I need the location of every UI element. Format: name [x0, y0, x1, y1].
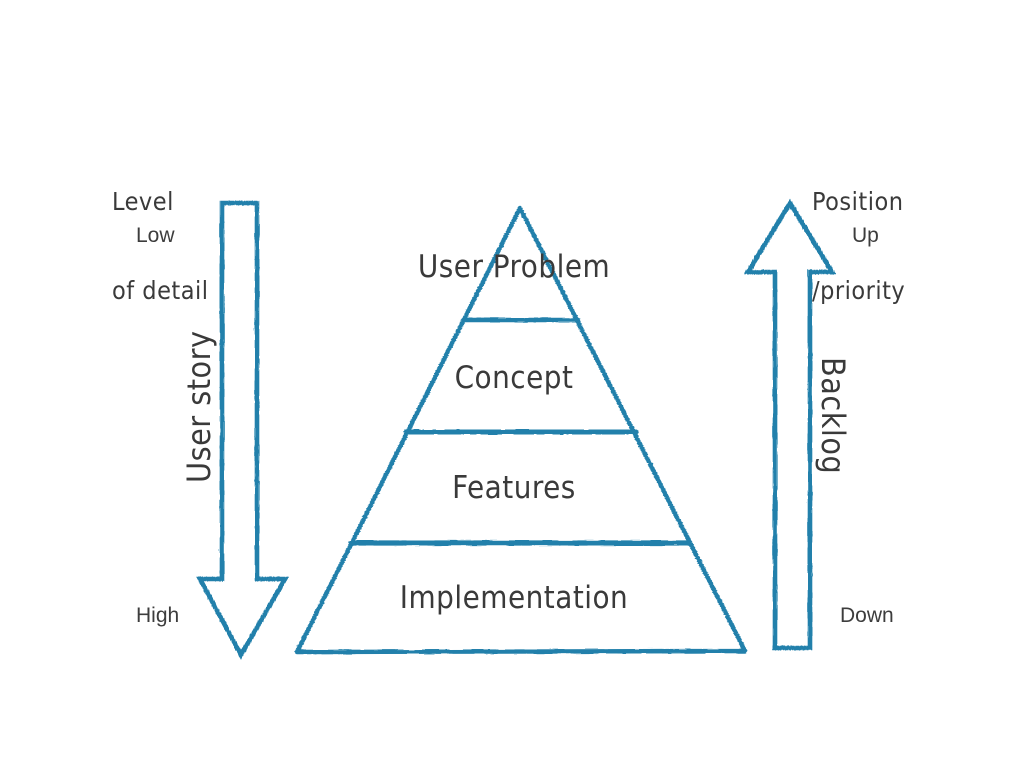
- pyramid-tier-label-2-text: Concept: [454, 360, 574, 396]
- arrow-down-shape: [196, 200, 289, 660]
- right-axis-scale-bottom: Down: [840, 604, 894, 627]
- left-axis-caption-line1: Level: [112, 187, 174, 216]
- right-axis-caption: Position /priority: [812, 128, 905, 364]
- arrow-down-icon: [196, 200, 289, 660]
- pyramid-tier-label-1: User Problem: [0, 249, 1024, 285]
- left-arrow-label: User story: [180, 330, 218, 483]
- left-axis-caption: Level of detail: [112, 128, 209, 364]
- pyramid-tier-label-4: Implementation: [0, 580, 1024, 616]
- arrow-up-icon: [743, 198, 837, 651]
- right-axis-caption-line1: Position: [812, 187, 904, 216]
- arrow-up-shape: [743, 198, 837, 651]
- left-axis-scale-bottom: High: [136, 604, 180, 627]
- right-axis-caption-line2: /priority: [812, 275, 906, 305]
- pyramid-tier-label-1-text: User Problem: [417, 249, 611, 285]
- pyramid-tier-label-3-text: Features: [452, 470, 576, 506]
- pyramid-icon: [294, 205, 748, 655]
- left-axis-caption-line2: of detail: [112, 275, 209, 305]
- right-axis-scale-top: Up: [852, 224, 879, 247]
- pyramid-tier-label-4-text: Implementation: [399, 580, 629, 616]
- pyramid-tier-label-3: Features: [0, 470, 1024, 506]
- left-axis-scale-top: Low: [136, 224, 175, 247]
- pyramid-tier-label-2: Concept: [0, 360, 1024, 396]
